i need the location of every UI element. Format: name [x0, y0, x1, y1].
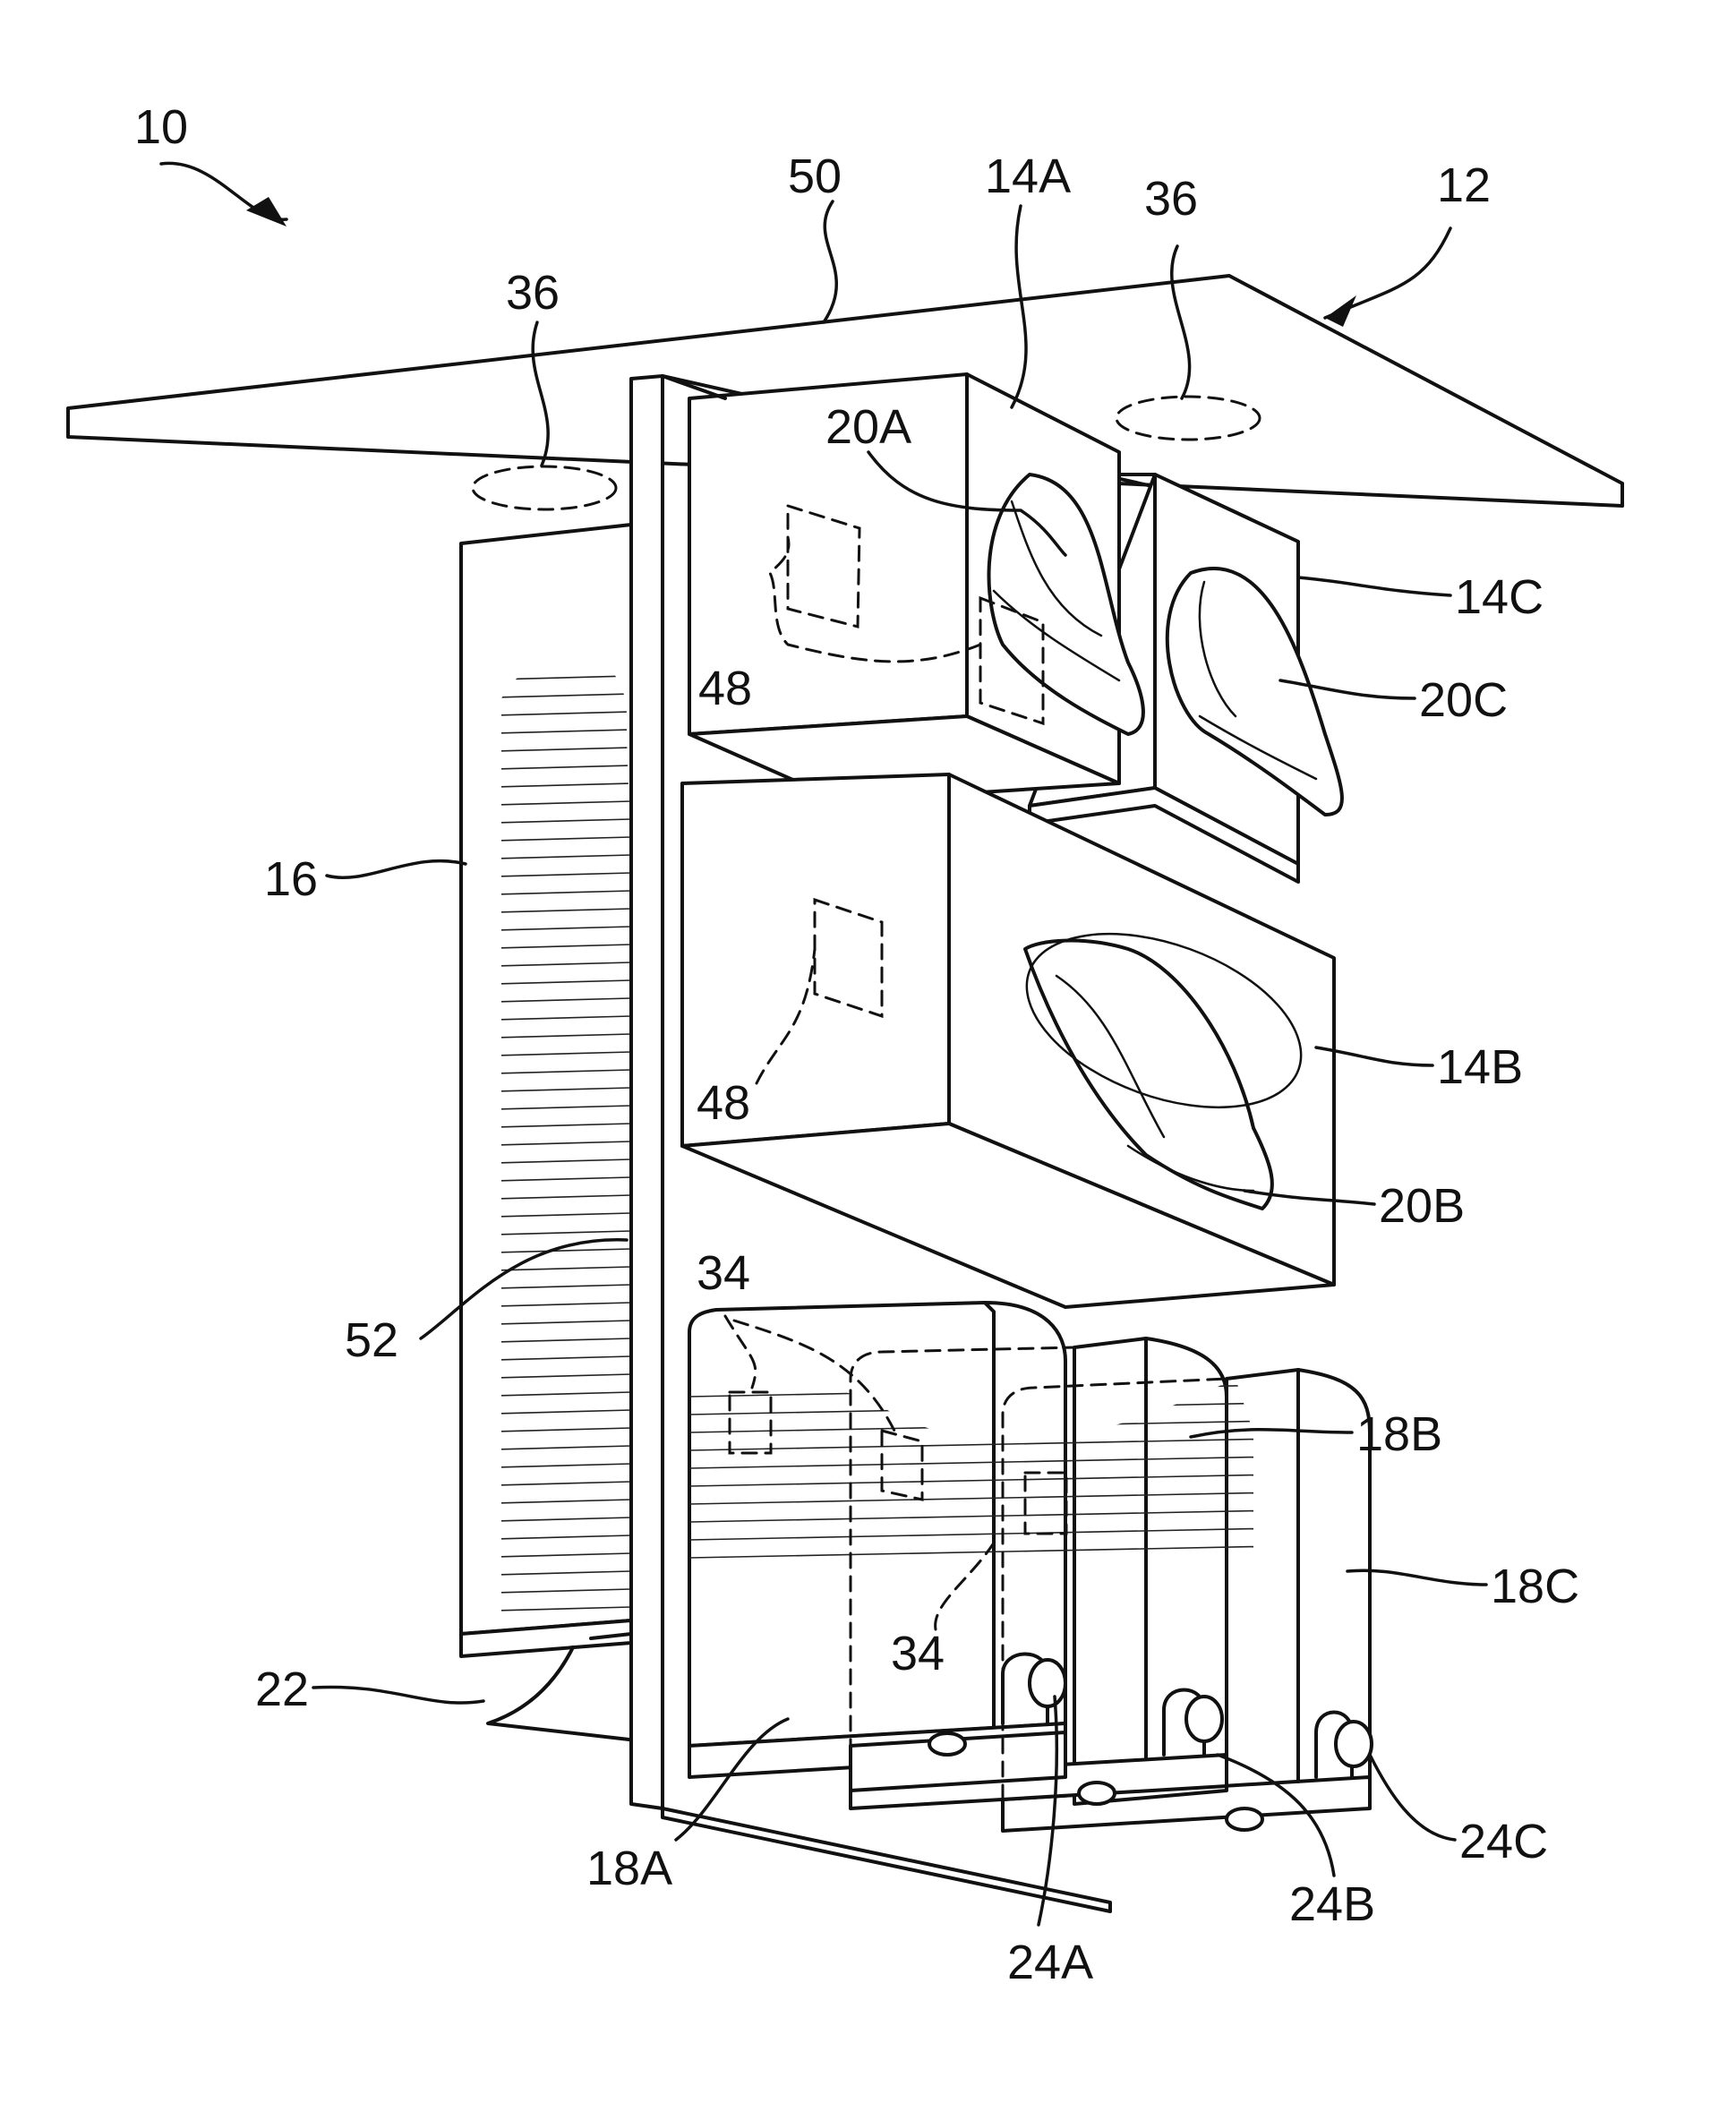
label-20c: 20C: [1419, 673, 1508, 727]
label-18b: 18B: [1356, 1407, 1442, 1461]
label-36-right: 36: [1144, 172, 1198, 226]
label-36-left: 36: [506, 266, 560, 320]
label-10: 10: [134, 100, 188, 154]
label-14a: 14A: [985, 150, 1071, 203]
label-12: 12: [1437, 158, 1491, 212]
knob-24a: [1030, 1660, 1065, 1706]
knob-24b: [1186, 1697, 1222, 1741]
label-24c: 24C: [1459, 1815, 1548, 1868]
label-52: 52: [345, 1313, 398, 1367]
label-48-middle: 48: [697, 1076, 750, 1130]
label-22: 22: [255, 1663, 309, 1716]
label-14b: 14B: [1437, 1040, 1523, 1094]
label-18a: 18A: [586, 1842, 672, 1895]
label-20b: 20B: [1379, 1179, 1465, 1233]
label-24a: 24A: [1007, 1936, 1093, 1989]
side-panel: [461, 525, 631, 1656]
label-50: 50: [788, 150, 842, 203]
label-14c: 14C: [1455, 570, 1544, 624]
label-48-upper: 48: [698, 662, 752, 715]
box-14b: [682, 774, 1334, 1307]
label-24b: 24B: [1289, 1877, 1375, 1931]
label-34-group: 34: [697, 1246, 750, 1300]
label-34-lower: 34: [891, 1627, 945, 1680]
label-18c: 18C: [1491, 1560, 1579, 1613]
label-16: 16: [264, 852, 318, 906]
knob-24c: [1336, 1722, 1372, 1766]
label-20a: 20A: [825, 400, 911, 454]
mount-left: [473, 466, 616, 509]
